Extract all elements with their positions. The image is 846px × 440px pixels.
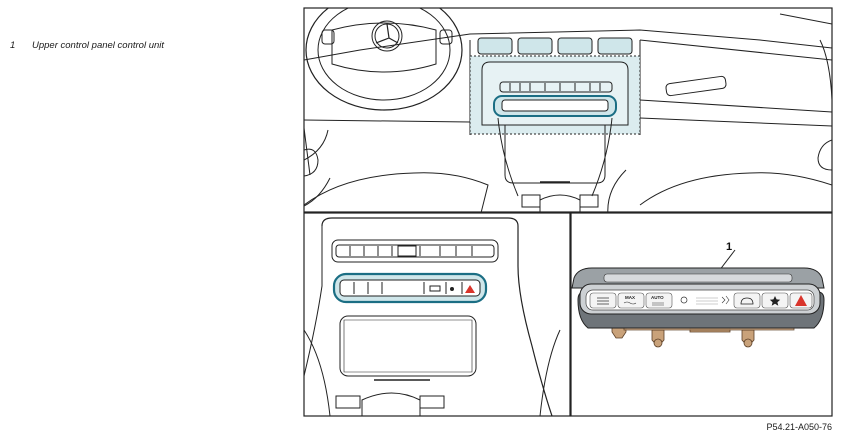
rear-defrost-icon — [597, 297, 609, 305]
star-icon — [769, 296, 781, 306]
panel-buttons — [589, 292, 813, 309]
detail-frame — [570, 212, 833, 417]
steering-wheel — [305, 8, 463, 111]
rear-defrost-button — [589, 292, 617, 309]
console-closeup — [304, 217, 561, 416]
max-defrost-icon — [623, 301, 637, 305]
control-unit-detail: 1 MAX AUTO — [571, 241, 825, 348]
document-code: P54.21-A050-76 — [766, 422, 832, 432]
max-button-label: MAX — [625, 295, 635, 300]
overview-frame — [303, 7, 833, 213]
closeup-frame — [303, 212, 571, 417]
hazard-warning-icon — [795, 295, 807, 306]
legend-number: 1 — [10, 40, 16, 51]
max-defrost-button — [617, 292, 645, 309]
auto-button-label: AUTO — [651, 295, 664, 300]
legend: 1 Upper control panel control unit — [10, 40, 164, 51]
callout-number: 1 — [726, 241, 732, 253]
camera-icon — [721, 295, 730, 305]
car-button — [733, 292, 761, 309]
auto-climate-icon — [652, 302, 664, 306]
interior-overview — [304, 8, 832, 212]
car-icon — [740, 297, 754, 305]
text-strip — [696, 297, 718, 305]
parking-sensor-icon — [680, 296, 688, 304]
auto-climate-button — [645, 292, 673, 309]
upper-vents — [477, 37, 633, 55]
legend-text: Upper control panel control unit — [32, 40, 165, 51]
